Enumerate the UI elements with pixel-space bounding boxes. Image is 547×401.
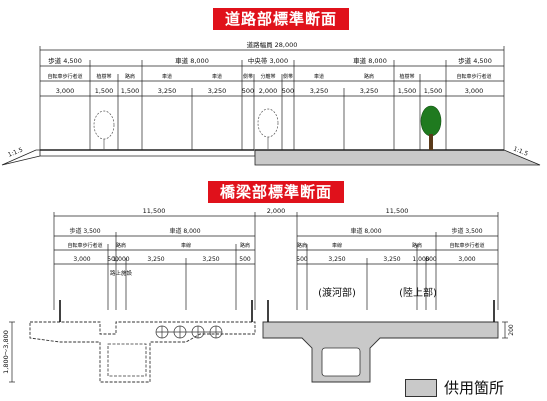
road-section-title: 道路部標準断面 <box>213 8 349 30</box>
bridge-left-segment: 歩道 3,500 <box>69 227 100 235</box>
bridge-span-width: 11,500 <box>143 207 166 215</box>
bridge-right-subsegment: 路肩 <box>297 242 307 249</box>
road-dimension-value: 1,500 <box>121 87 140 95</box>
bridge-left-dimension: 3,000 <box>73 256 90 263</box>
bridge-deck-right <box>262 300 508 383</box>
road-dimension-value: 1,500 <box>95 87 114 95</box>
bridge-land-section-label: (陸上部) <box>399 286 437 299</box>
bridge-left-dimension: 1,000 <box>112 256 129 263</box>
tree-right <box>420 105 442 150</box>
bridge-left-subsegment: 自転車歩行者道 <box>67 242 102 249</box>
road-subsegment-label: 車道 <box>314 73 324 80</box>
road-dimension-value: 1,500 <box>424 87 443 95</box>
road-ground <box>1 149 541 166</box>
bridge-left-subsegment: 路肩 <box>116 242 126 249</box>
bridge-left-segment: 車道 8,000 <box>169 227 200 235</box>
road-dimension-value: 3,250 <box>310 87 329 95</box>
road-dimension-value: 3,000 <box>465 87 484 95</box>
bridge-height-right: 200 <box>508 324 515 336</box>
bridge-right-dimension: 3,250 <box>383 256 400 263</box>
bridge-right-subsegment: 自転車歩行者道 <box>449 242 484 249</box>
tree-outline-center <box>257 108 279 150</box>
bridge-right-subsegment: 路肩 <box>412 242 422 249</box>
bridge-section-title: 橋梁部標準断面 <box>208 181 344 203</box>
road-subsegment-label: 分離帯 <box>260 73 275 80</box>
road-subsegment-label: 車道 <box>162 73 172 80</box>
dimension-labels: 道路幅員 28,000 歩道 4,500 車道 8,000 中央帯 3,000 車道 8… <box>2 40 529 374</box>
road-dimension-value: 3,250 <box>360 87 379 95</box>
bridge-left-dimension: 3,250 <box>202 256 219 263</box>
road-subsegment-label: 自転車歩行者道 <box>47 73 82 80</box>
road-dimension-value: 3,250 <box>208 87 227 95</box>
road-subsegment-label: 側帯 <box>243 73 253 80</box>
legend-label: 供用箇所 <box>444 379 505 397</box>
height-marker-left <box>9 321 15 383</box>
road-subsegment-label: 側帯 <box>283 73 293 80</box>
road-dimension-value: 500 <box>242 87 254 95</box>
road-subsegment-label: 自転車歩行者道 <box>456 73 491 80</box>
road-dimension-value: 3,000 <box>56 87 75 95</box>
bridge-right-segment: 車道 8,000 <box>350 227 381 235</box>
bridge-span-width: 2,000 <box>267 207 286 215</box>
road-segment-label: 車道 8,000 <box>353 56 387 65</box>
bridge-left-dimension: 3,250 <box>147 256 164 263</box>
road-total-width: 道路幅員 28,000 <box>247 40 298 49</box>
bridge-span-width: 11,500 <box>386 207 409 215</box>
road-segment-label: 中央帯 3,000 <box>248 56 288 65</box>
road-subsegment-label: 植樹帯 <box>399 73 414 80</box>
road-dimension-value: 3,250 <box>158 87 177 95</box>
bridge-left-subsegment: 車線 <box>181 242 191 249</box>
bridge-right-dimension: 500 <box>425 256 437 263</box>
bridge-right-dimension: 3,000 <box>458 256 475 263</box>
road-subsegment-label: 車道 <box>212 73 222 80</box>
bridge-road-facility-note: 路上施設 <box>110 269 133 277</box>
bridge-left-subsegment: 路肩 <box>240 242 250 249</box>
bridge-deck-left <box>29 300 256 383</box>
bridge-right-dimension: 3,250 <box>328 256 345 263</box>
bridge-left-dimension: 500 <box>239 256 251 263</box>
road-subsegment-label: 植樹帯 <box>96 73 111 80</box>
road-dimension-value: 500 <box>282 87 294 95</box>
bridge-right-subsegment: 車線 <box>332 242 342 249</box>
bridge-right-dimension: 500 <box>296 256 308 263</box>
road-dimension-value: 2,000 <box>259 87 278 95</box>
bridge-right-dimension: 1,000 <box>412 256 429 263</box>
bridge-height-left: 1,800〜3,800 <box>2 330 10 374</box>
road-segment-label: 歩道 4,500 <box>458 56 492 65</box>
road-dimension-value: 1,500 <box>398 87 417 95</box>
bridge-right-segment: 歩道 3,500 <box>451 227 482 235</box>
legend-swatch <box>405 379 437 397</box>
road-segment-label: 歩道 4,500 <box>48 56 82 65</box>
road-subsegment-label: 路肩 <box>125 73 135 80</box>
in-service-area-road <box>254 149 541 166</box>
tree-outline-left <box>93 110 115 150</box>
bridge-left-dimension: 500 <box>107 256 119 263</box>
road-subsegment-label: 路肩 <box>364 73 374 80</box>
bridge-river-section-label: (渡河部) <box>318 286 356 299</box>
road-segment-label: 車道 8,000 <box>175 56 209 65</box>
